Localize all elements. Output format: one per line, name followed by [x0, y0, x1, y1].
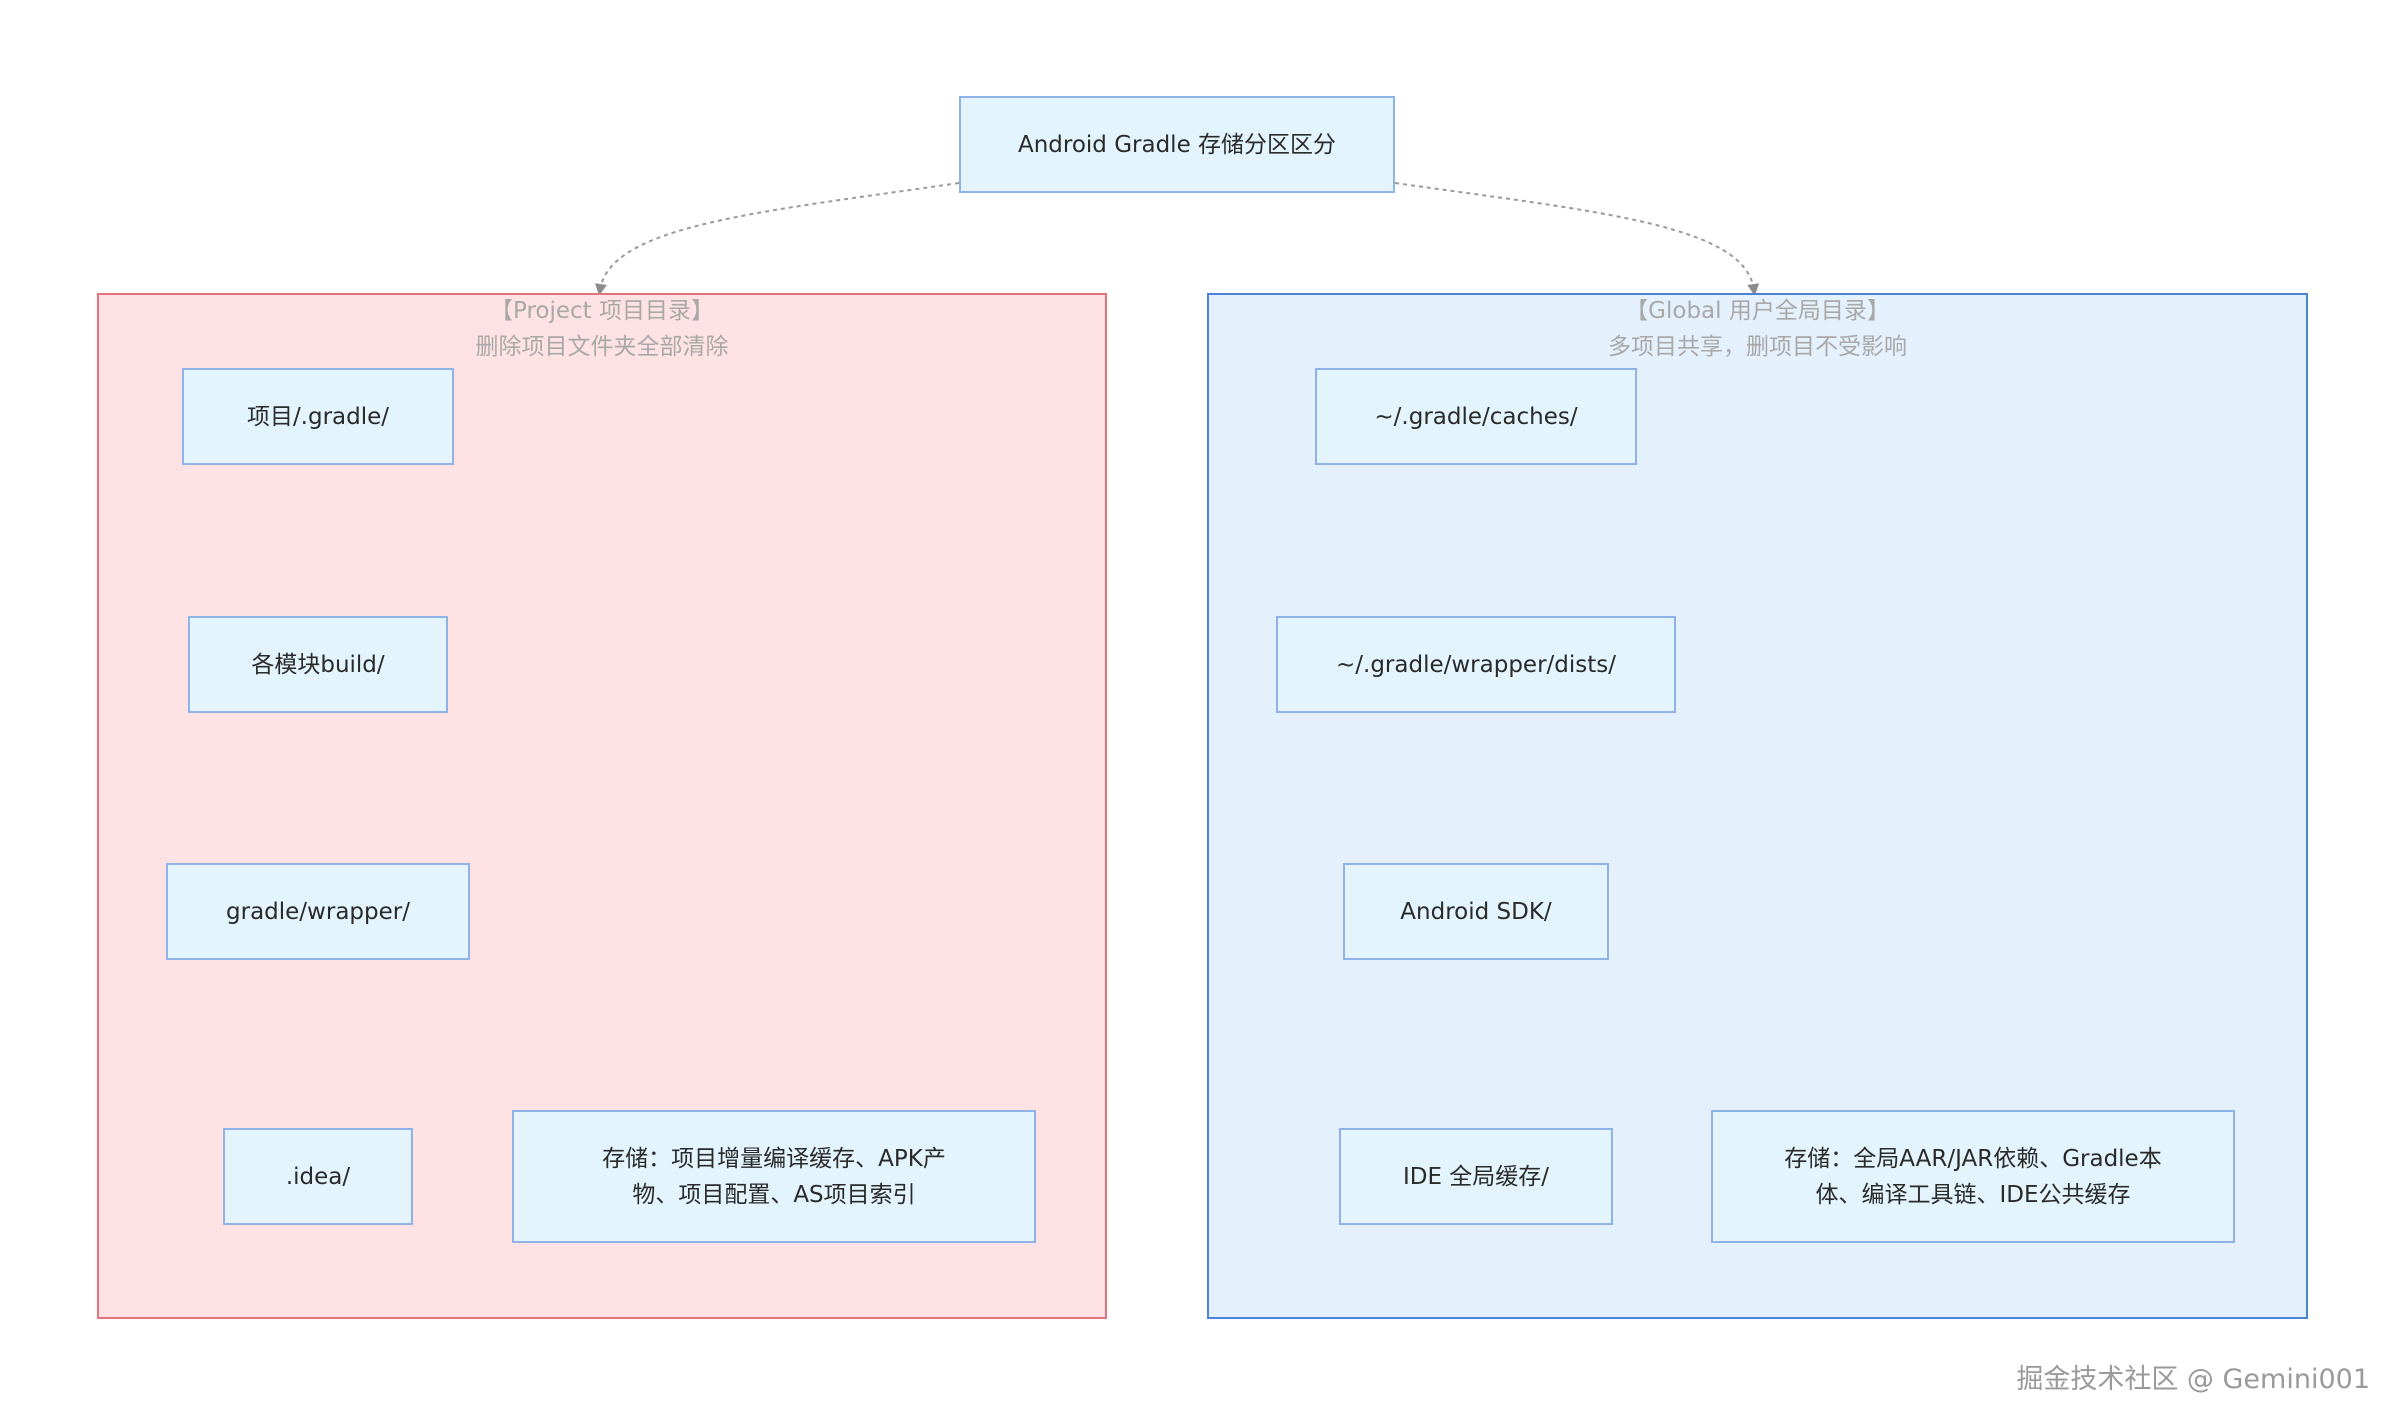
- project-cluster-subtitle: 删除项目文件夹全部清除: [475, 334, 729, 360]
- project-note-line2: 物、项目配置、AS项目索引: [632, 1181, 916, 1208]
- global-note-node: 存储：全局AAR/JAR依赖、Gradle本 体、编译工具链、IDE公共缓存: [1711, 1110, 2235, 1243]
- project-node-idea: .idea/: [223, 1128, 413, 1225]
- watermark: 掘金技术社区 @ Gemini001: [2016, 1364, 2370, 1395]
- project-node-wrapper-label: gradle/wrapper/: [226, 898, 410, 925]
- global-node-sdk: Android SDK/: [1343, 863, 1609, 960]
- project-cluster-title: 【Project 项目目录】 删除项目文件夹全部清除: [97, 293, 1107, 365]
- global-node-caches-label: ~/.gradle/caches/: [1374, 403, 1578, 430]
- project-node-wrapper: gradle/wrapper/: [166, 863, 470, 960]
- global-node-ide: IDE 全局缓存/: [1339, 1128, 1613, 1225]
- project-note-line1: 存储：项目增量编译缓存、APK产: [602, 1145, 946, 1172]
- global-node-ide-label: IDE 全局缓存/: [1402, 1163, 1550, 1190]
- project-node-build-label: 各模块build/: [251, 651, 385, 678]
- global-note-line1: 存储：全局AAR/JAR依赖、Gradle本: [1784, 1145, 2162, 1172]
- edge-root-to-project: [594, 182, 960, 296]
- project-node-gradle-label: 项目/.gradle/: [246, 403, 390, 430]
- global-node-sdk-label: Android SDK/: [1400, 898, 1552, 925]
- root-label: Android Gradle 存储分区区分: [1017, 131, 1337, 158]
- global-cluster-subtitle: 多项目共享，删项目不受影响: [1608, 334, 1907, 360]
- project-node-idea-label: .idea/: [285, 1163, 351, 1190]
- project-cluster-title-text: 【Project 项目目录】: [489, 298, 714, 324]
- global-cluster-title-text: 【Global 用户全局目录】: [1625, 298, 1890, 324]
- global-note-line2: 体、编译工具链、IDE公共缓存: [1815, 1181, 2131, 1208]
- project-node-gradle: 项目/.gradle/: [182, 368, 454, 465]
- edge-root-to-global: [1394, 182, 1760, 296]
- project-note-node: 存储：项目增量编译缓存、APK产 物、项目配置、AS项目索引: [512, 1110, 1036, 1243]
- global-node-dists: ~/.gradle/wrapper/dists/: [1276, 616, 1676, 713]
- root-node: Android Gradle 存储分区区分: [959, 96, 1395, 193]
- global-node-dists-label: ~/.gradle/wrapper/dists/: [1335, 651, 1616, 678]
- global-cluster-title: 【Global 用户全局目录】 多项目共享，删项目不受影响: [1207, 293, 2308, 365]
- project-node-build: 各模块build/: [188, 616, 448, 713]
- global-node-caches: ~/.gradle/caches/: [1315, 368, 1637, 465]
